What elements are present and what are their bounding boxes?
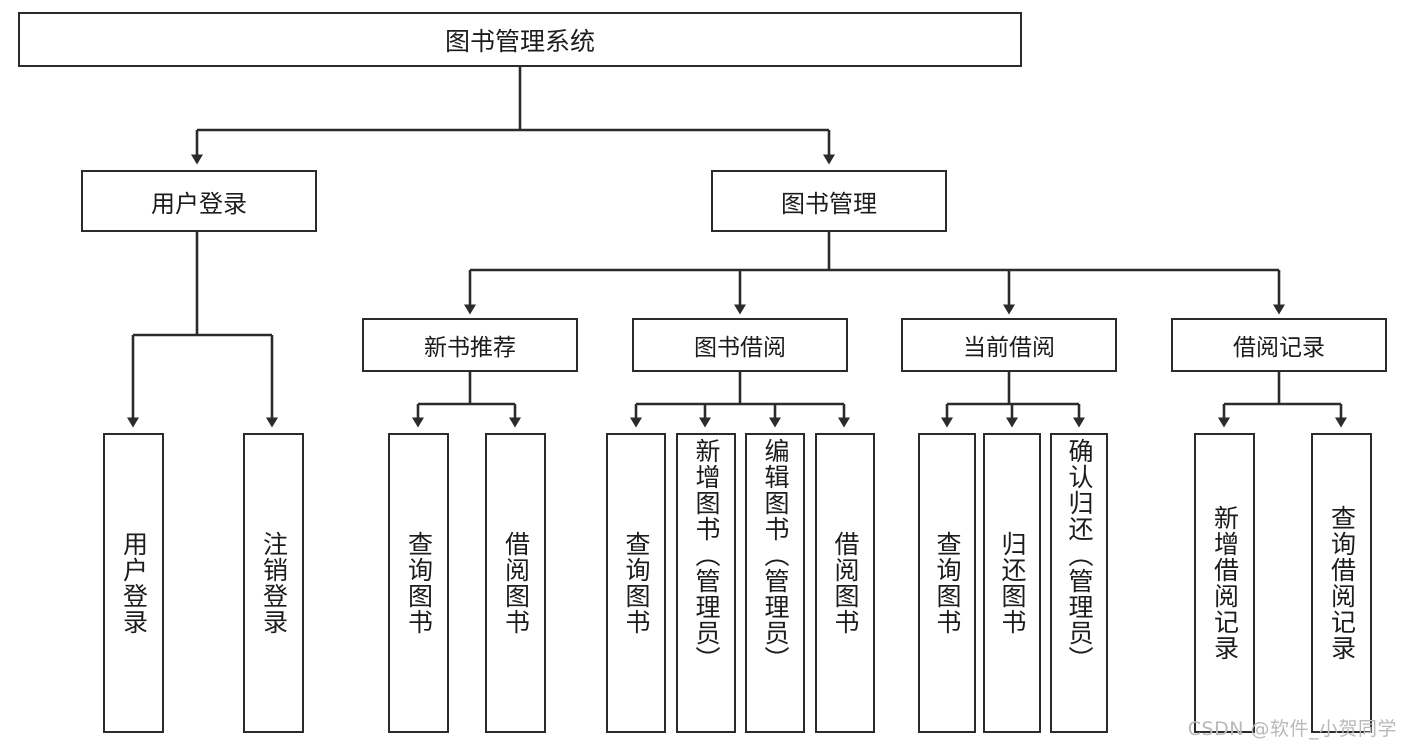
leaf-text-wrap: 借阅图书 [817, 435, 873, 731]
leaf-borrow-query-book-label: 查询图书 [622, 531, 651, 635]
leaf-record-add[interactable]: 新增借阅记录 [1194, 433, 1255, 733]
leaf-borrow-borrow-book-label: 借阅图书 [831, 531, 860, 635]
node-root-label: 图书管理系统 [444, 26, 595, 56]
node-borrow-record[interactable]: 借阅记录 [1171, 318, 1387, 372]
leaf-new-book-query-label: 查询图书 [404, 531, 434, 635]
leaf-user-login-login-label: 用户登录 [119, 531, 149, 635]
leaf-borrow-query-book[interactable]: 查询图书 [606, 433, 666, 733]
leaf-current-confirm-return-label: 确认归还（管理员） [1065, 438, 1094, 672]
node-book-borrow[interactable]: 图书借阅 [632, 318, 848, 372]
leaf-text-wrap: 查询图书 [920, 435, 974, 731]
leaf-text-wrap: 查询图书 [390, 435, 447, 731]
leaf-text-wrap: 借阅图书 [487, 435, 544, 731]
watermark-text: CSDN @软件_小贺同学 [1187, 718, 1397, 740]
leaf-text-wrap: 编辑图书（管理员） [747, 435, 803, 734]
leaf-current-return-book-label: 归还图书 [998, 531, 1027, 635]
leaf-text-wrap: 新增图书（管理员） [678, 435, 734, 734]
node-user-login-label: 用户登录 [151, 189, 247, 218]
leaf-text-wrap: 查询图书 [608, 435, 664, 731]
leaf-user-login-logout-label: 注销登录 [259, 531, 289, 635]
node-current-borrow-label: 当前借阅 [963, 335, 1055, 361]
leaf-text-wrap: 确认归还（管理员） [1052, 435, 1106, 734]
leaf-record-query-label: 查询借阅记录 [1327, 505, 1357, 661]
node-new-book-recommend[interactable]: 新书推荐 [362, 318, 578, 372]
leaf-borrow-borrow-book[interactable]: 借阅图书 [815, 433, 875, 733]
node-root[interactable]: 图书管理系统 [18, 12, 1022, 67]
node-book-management[interactable]: 图书管理 [711, 170, 947, 232]
leaf-record-query[interactable]: 查询借阅记录 [1311, 433, 1372, 733]
leaf-current-query-book[interactable]: 查询图书 [918, 433, 976, 733]
leaf-user-login-login[interactable]: 用户登录 [103, 433, 164, 733]
node-new-book-recommend-label: 新书推荐 [424, 335, 516, 361]
leaf-borrow-edit-book[interactable]: 编辑图书（管理员） [745, 433, 805, 733]
node-current-borrow[interactable]: 当前借阅 [901, 318, 1117, 372]
node-borrow-record-label: 借阅记录 [1233, 335, 1325, 361]
leaf-current-return-book[interactable]: 归还图书 [983, 433, 1041, 733]
leaf-new-book-borrow-label: 借阅图书 [501, 531, 531, 635]
leaf-borrow-add-book[interactable]: 新增图书（管理员） [676, 433, 736, 733]
node-book-borrow-label: 图书借阅 [694, 335, 786, 361]
leaf-borrow-edit-book-label: 编辑图书（管理员） [761, 438, 790, 672]
leaf-text-wrap: 用户登录 [105, 435, 162, 731]
leaf-borrow-add-book-label: 新增图书（管理员） [692, 438, 721, 672]
leaf-text-wrap: 查询借阅记录 [1313, 435, 1370, 731]
node-book-management-label: 图书管理 [781, 189, 877, 218]
leaf-user-login-logout[interactable]: 注销登录 [243, 433, 304, 733]
leaf-text-wrap: 归还图书 [985, 435, 1039, 731]
leaf-text-wrap: 注销登录 [245, 435, 302, 731]
leaf-current-query-book-label: 查询图书 [933, 531, 962, 635]
leaf-text-wrap: 新增借阅记录 [1196, 435, 1253, 731]
leaf-record-add-label: 新增借阅记录 [1210, 505, 1240, 661]
leaf-current-confirm-return[interactable]: 确认归还（管理员） [1050, 433, 1108, 733]
leaf-new-book-borrow[interactable]: 借阅图书 [485, 433, 546, 733]
leaf-new-book-query[interactable]: 查询图书 [388, 433, 449, 733]
node-user-login[interactable]: 用户登录 [81, 170, 317, 232]
